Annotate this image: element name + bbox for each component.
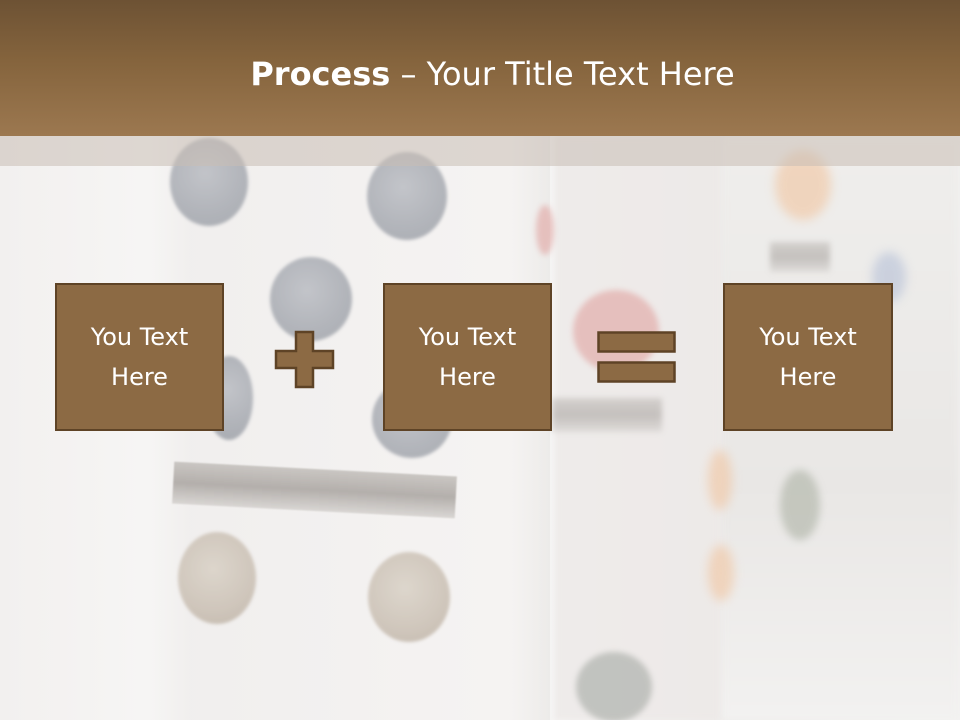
process-step-line: Here	[111, 363, 168, 391]
domino-pip	[708, 450, 732, 510]
domino-pip	[368, 552, 450, 642]
process-step-line: You Text	[759, 323, 857, 351]
domino-divider	[552, 398, 662, 432]
equals-icon	[597, 331, 676, 383]
domino-pip	[270, 257, 352, 341]
slide-title: Process – Your Title Text Here	[0, 52, 960, 96]
domino-pip	[178, 532, 256, 624]
process-step-line: You Text	[418, 323, 517, 351]
domino-pip	[367, 152, 447, 240]
domino-divider	[770, 242, 830, 272]
slide-title-bold: Process	[250, 55, 391, 93]
domino-pip	[576, 652, 652, 720]
domino-pip	[573, 290, 659, 372]
slide-title-rest: – Your Title Text Here	[390, 55, 735, 93]
header-underlay-strip	[0, 136, 960, 166]
plus-icon	[274, 330, 335, 389]
domino-pip	[536, 205, 554, 255]
title-bar: Process – Your Title Text Here	[0, 0, 960, 136]
process-step-line: Here	[779, 363, 837, 391]
domino-pip	[708, 545, 734, 601]
domino-pip	[780, 470, 820, 540]
process-step-line: Here	[439, 363, 496, 391]
process-step-line: You Text	[90, 323, 189, 351]
